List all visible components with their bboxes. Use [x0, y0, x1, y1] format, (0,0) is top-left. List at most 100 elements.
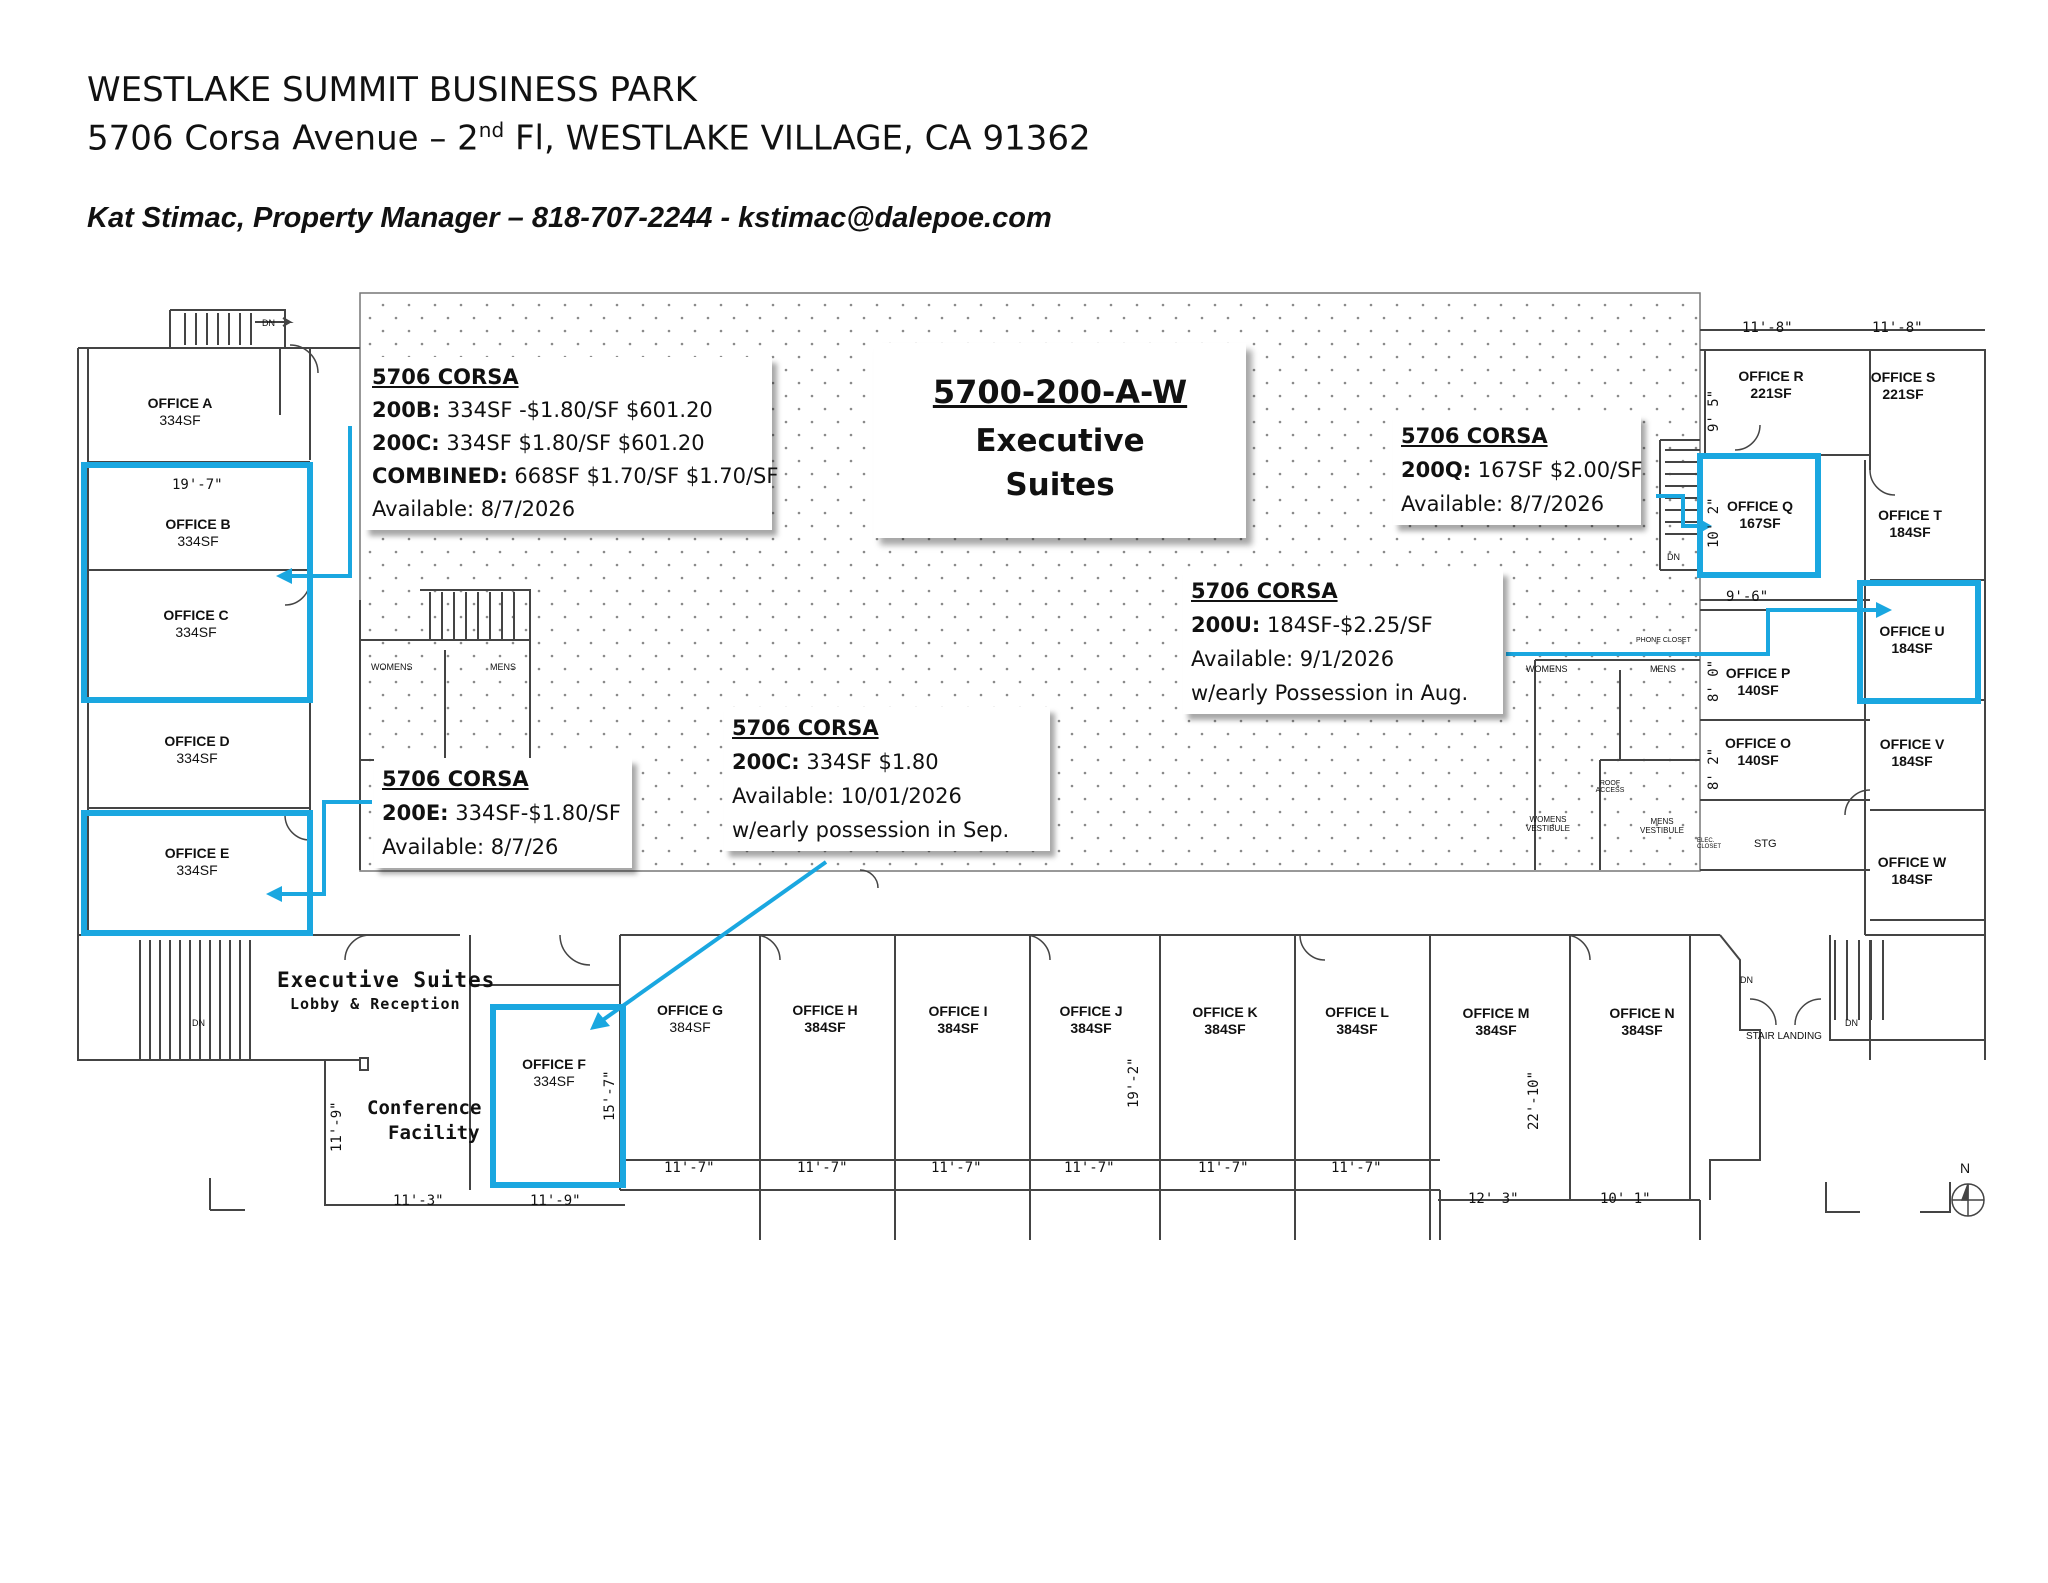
storage-label: STG [1754, 838, 1777, 850]
womens-vestibule-label: WOMENS VESTIBULE [1525, 815, 1570, 833]
dim-office-s-width: 11'-8" [1872, 320, 1923, 336]
stair-dn-label-sw: DN [192, 1018, 205, 1028]
callout-line: 200U: 184SF-$2.25/SF [1191, 613, 1433, 637]
callout-line: 200E: 334SF-$1.80/SF [382, 801, 621, 825]
stair-dn-label: DN [262, 318, 275, 328]
dim-office-j-depth: 19'-2" [1126, 1057, 1142, 1108]
highlight-office-u [1857, 580, 1981, 704]
lobby-subtitle: Lobby & Reception [290, 995, 461, 1013]
dim-office-f-width: 11'-9" [530, 1193, 581, 1209]
callout-heading: 5706 CORSA [1401, 424, 1548, 448]
callout-line: 200C: 334SF $1.80 [732, 750, 939, 774]
callout-heading: 5706 CORSA [1191, 579, 1338, 603]
callout-heading: 5706 CORSA [372, 365, 519, 389]
north-arrow [1951, 1183, 1985, 1217]
callout-line: w/early Possession in Aug. [1191, 681, 1469, 705]
dim-office-r-depth: 9' 5" [1706, 389, 1722, 432]
callout-heading: 5706 CORSA [382, 767, 529, 791]
callout-line: Available: 8/7/26 [382, 835, 559, 859]
dim-corridor-east: 9'-6" [1726, 589, 1769, 605]
dim-office-n-width: 10' 1" [1600, 1191, 1651, 1207]
suite-title-line-1: Executive [975, 423, 1145, 459]
manager-contact: Kat Stimac, Property Manager – 818-707-2… [87, 202, 1052, 234]
callout-line: 200B: 334SF -$1.80/SF $601.20 [372, 398, 713, 422]
conference-label-1: Conference [367, 1097, 482, 1119]
conference-label-2: Facility [388, 1122, 480, 1144]
dim-west-width: 19'-7" [172, 477, 223, 493]
callout-line: Available: 10/01/2026 [732, 784, 962, 808]
mens-vestibule-label: MENS VESTIBULE [1639, 817, 1684, 835]
dim-office-p-depth: 8' 0" [1706, 659, 1722, 702]
dim-office-f-depth: 15'-7" [602, 1070, 618, 1121]
callout-200c-second: 5706 CORSA 200C: 334SF $1.80 Available: … [724, 707, 1050, 851]
highlight-office-q [1697, 453, 1821, 578]
dim-office-j-width: 11'-7" [1064, 1160, 1115, 1176]
highlight-office-e [81, 810, 313, 936]
callout-200u: 5706 CORSA 200U: 184SF-$2.25/SF Availabl… [1183, 570, 1503, 714]
mens-restroom-label: MENS [490, 662, 517, 672]
dim-office-r-width: 11'-8" [1742, 320, 1793, 336]
dim-conference-depth: 11'-9" [329, 1101, 345, 1152]
address-ordinal: nd [478, 118, 505, 142]
address-suffix: Fl, WESTLAKE VILLAGE, CA 91362 [504, 118, 1091, 159]
callout-line: 200C: 334SF $1.80/SF $601.20 [372, 431, 705, 455]
dim-office-h-width: 11'-7" [797, 1160, 848, 1176]
park-title: WESTLAKE SUMMIT BUSINESS PARK [87, 70, 697, 110]
dim-office-m-depth: 22'-10" [1526, 1070, 1542, 1130]
highlights [81, 453, 1981, 1188]
callout-line: Available: 9/1/2026 [1191, 647, 1395, 671]
elec-closet-label: ELEC. CLOSET [1697, 838, 1722, 850]
suite-code: 5700-200-A-W [932, 373, 1188, 411]
stair-dn-label-se: DN [1845, 1018, 1858, 1028]
lobby-title: Executive Suites [277, 968, 496, 992]
dim-office-k-width: 11'-7" [1198, 1160, 1249, 1176]
dim-office-i-width: 11'-7" [931, 1160, 982, 1176]
highlight-office-b-c [81, 462, 313, 703]
north-label: N [1960, 1160, 1971, 1176]
door-swings [284, 344, 1896, 1026]
stair-dn-label-east: DN [1667, 552, 1680, 562]
callout-line: Available: 8/7/2026 [1401, 492, 1605, 516]
dim-conference-width: 11'-3" [393, 1193, 444, 1209]
callout-line: w/early possession in Sep. [732, 818, 1010, 842]
dim-office-l-width: 11'-7" [1331, 1160, 1382, 1176]
dim-office-m-width: 12' 3" [1468, 1191, 1519, 1207]
arrowheads [266, 518, 1892, 1030]
callout-line: Available: 8/7/2026 [372, 497, 576, 521]
address-line: 5706 Corsa Avenue – 2nd Fl, WESTLAKE VIL… [87, 118, 1091, 158]
callout-line: COMBINED: 668SF $1.70/SF $1.70/SF [372, 464, 779, 488]
womens-restroom-label-east: WOMENS [1526, 664, 1568, 674]
mens-restroom-label-east: MENS [1650, 664, 1677, 674]
arrows [278, 426, 1880, 1024]
callout-line: 200Q: 167SF $2.00/SF [1401, 458, 1643, 482]
stair-dn-label-se2: DN [1740, 975, 1753, 985]
callout-heading: 5706 CORSA [732, 716, 879, 740]
callout-200q: 5706 CORSA 200Q: 167SF $2.00/SF Availabl… [1393, 415, 1643, 525]
callout-200e: 5706 CORSA 200E: 334SF-$1.80/SF Availabl… [374, 758, 632, 868]
phone-closet-label: PHONE CLOSET [1636, 637, 1691, 644]
dim-office-q-depth: 10' 2" [1706, 497, 1722, 548]
highlight-office-f [490, 1004, 626, 1188]
roof-access-label: ROOF ACCESS [1595, 780, 1625, 794]
